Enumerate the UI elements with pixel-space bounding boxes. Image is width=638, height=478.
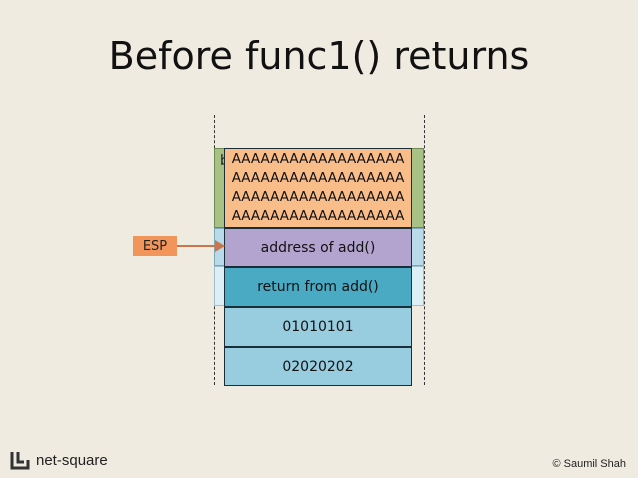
copyright-text: © Saumil Shah [552,458,626,470]
address-of-add-label: address of add() [260,239,376,256]
param2-label: 02020202 [282,358,354,375]
footer-logo: net-square [10,450,108,470]
param1-cell: 01010101 [224,307,412,347]
esp-arrow-line [177,245,217,247]
param1-label: 01010101 [282,319,354,335]
buffer-line: AAAAAAAAAAAAAAAAAA [231,189,405,205]
address-of-add-cell: address of add() [224,228,412,267]
buffer-line: AAAAAAAAAAAAAAAAAA [231,151,405,167]
net-square-logo-icon [10,452,30,470]
logo-text: net-square [36,451,108,469]
slide-title: Before func1() returns [108,34,530,78]
param2-cell: 02020202 [224,347,412,386]
buffer-overflow-cell: AAAAAAAAAAAAAAAAAA AAAAAAAAAAAAAAAAAA AA… [224,148,412,228]
return-from-add-cell: return from add() [224,267,412,307]
return-from-add-label: return from add() [257,279,379,295]
stack-right-boundary [424,115,425,385]
buffer-line: AAAAAAAAAAAAAAAAAA [231,170,405,186]
buffer-line: AAAAAAAAAAAAAAAAAA [231,208,405,224]
esp-arrow-head-icon [215,240,225,252]
esp-pointer-label: ESP [133,236,177,256]
